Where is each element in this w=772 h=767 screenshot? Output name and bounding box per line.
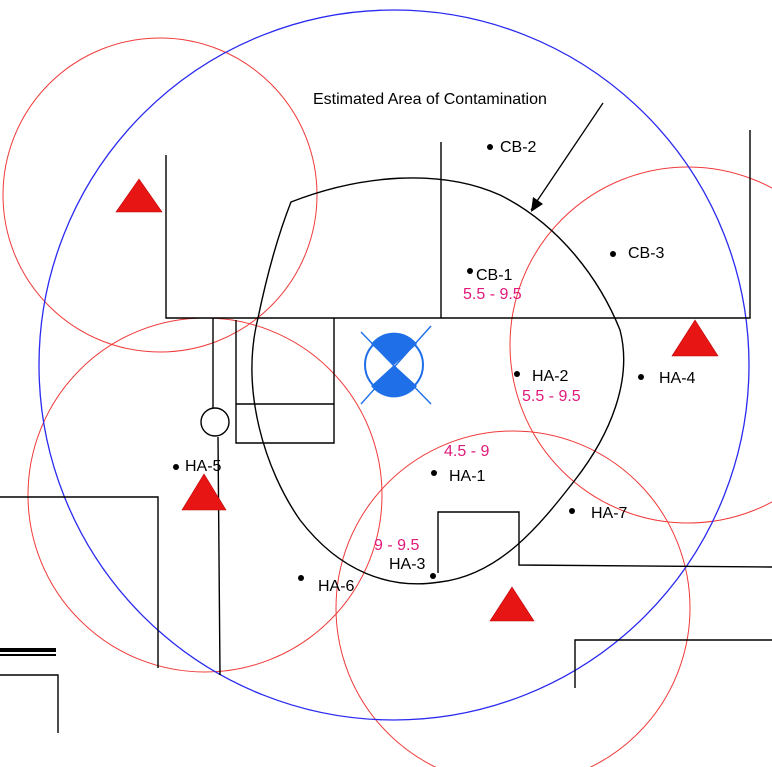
crossed-well-symbol-icon [360,325,432,405]
point-label: HA-2 [532,368,569,385]
annotation-label: Estimated Area of Contamination [313,91,547,108]
sample-point-ha-4[interactable]: HA-4 [638,370,696,387]
sample-point-ha-7[interactable]: HA-7 [569,505,628,522]
point-label: CB-3 [628,245,665,262]
red-triangle-icon [115,178,163,213]
point-label: HA-5 [185,458,222,475]
point-label: HA-4 [659,370,696,387]
dot-icon [487,144,493,150]
point-label: CB-1 [476,267,513,284]
dot-icon [569,508,575,514]
well-radius-circle-nw [2,37,318,353]
red-triangle-icon [671,319,719,357]
sample-point-ha-1[interactable]: 4.5 - 9 HA-1 [431,443,489,485]
sample-point-ha-5[interactable]: HA-5 [173,458,222,475]
point-label: HA-3 [389,556,426,573]
sample-point-ha-6[interactable]: HA-6 [298,575,355,595]
dot-icon [298,575,304,581]
dot-icon [610,251,616,257]
point-range: 4.5 - 9 [444,443,489,460]
site-linework [0,130,772,733]
well-markers [115,178,719,622]
contamination-boundary [251,177,625,585]
annotation-arrow [530,102,604,212]
sample-point-cb-1[interactable]: CB-1 5.5 - 9.5 [463,267,522,303]
red-triangle-icon [489,586,535,622]
sample-point-cb-3[interactable]: CB-3 [610,245,665,262]
point-range: 5.5 - 9.5 [522,388,581,405]
search-radius-circle [38,9,750,721]
point-label: HA-7 [591,505,628,522]
sample-point-ha-2[interactable]: HA-2 5.5 - 9.5 [514,368,581,405]
dot-icon [514,371,520,377]
red-triangle-icon [181,473,227,511]
well-radius-circles [2,37,772,767]
manhole-circle [200,407,230,437]
well-radius-circle-south [335,430,691,767]
dot-icon [430,573,436,579]
dot-icon [173,464,179,470]
sample-point-ha-3[interactable]: 9 - 9.5 HA-3 [374,537,436,579]
point-label: HA-6 [318,578,355,595]
point-label: CB-2 [500,139,537,156]
point-label: HA-1 [449,468,486,485]
dot-icon [638,374,644,380]
dot-icon [467,268,473,274]
sample-points: CB-2 CB-3 CB-1 5.5 - 9.5 HA-2 5.5 - 9.5 … [173,139,696,595]
point-range: 5.5 - 9.5 [463,286,522,303]
point-range: 9 - 9.5 [374,537,419,554]
dot-icon [431,470,437,476]
sample-point-cb-2[interactable]: CB-2 [487,139,537,156]
